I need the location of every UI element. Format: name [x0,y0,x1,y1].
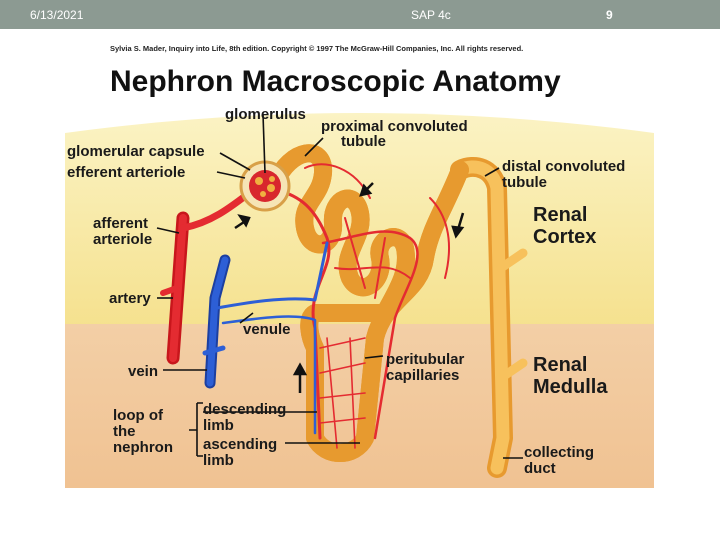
label-distal-tubule-line2: tubule [502,174,547,191]
label-renal-cortex-line2: Cortex [533,226,596,248]
label-afferent-line1: afferent [93,215,148,232]
label-loop-line2: the [113,423,136,440]
label-afferent-line2: arteriole [93,231,152,248]
label-descending-line2: limb [203,417,234,434]
label-renal-cortex-line1: Renal [533,204,587,226]
label-peritubular-line2: capillaries [386,367,459,384]
label-renal-medulla-line2: Medulla [533,376,608,398]
slide-number: 9 [606,8,613,22]
nephron-diagram: Sylvia S. Mader, Inquiry into Life, 8th … [65,38,654,488]
label-glomerular-capsule: glomerular capsule [67,143,205,160]
label-artery: artery [109,290,151,307]
figure-title: Nephron Macroscopic Anatomy [110,65,561,98]
label-venule: venule [243,321,291,338]
label-loop-line3: nephron [113,439,173,456]
label-vein: vein [128,363,158,380]
label-renal-medulla-line1: Renal [533,354,587,376]
label-distal-tubule-line1: distal convoluted [502,158,625,175]
figure-copyright: Sylvia S. Mader, Inquiry into Life, 8th … [110,44,523,53]
slide-header-bar: 6/13/2021 SAP 4c 9 [0,0,720,29]
slide-title: SAP 4c [411,8,451,22]
label-peritubular-line1: peritubular [386,351,465,368]
label-ascending-line2: limb [203,452,234,469]
label-loop-line1: loop of [113,407,164,424]
label-collecting-line2: duct [524,460,556,477]
label-efferent-arteriole: efferent arteriole [67,164,185,181]
label-collecting-line1: collecting [524,444,594,461]
label-proximal-tubule-line2: tubule [341,133,386,150]
label-glomerulus: glomerulus [225,106,306,123]
label-descending-line1: descending [203,401,286,418]
nephron-figure: Sylvia S. Mader, Inquiry into Life, 8th … [65,38,654,488]
label-ascending-line1: ascending [203,436,277,453]
slide-date: 6/13/2021 [30,8,83,22]
